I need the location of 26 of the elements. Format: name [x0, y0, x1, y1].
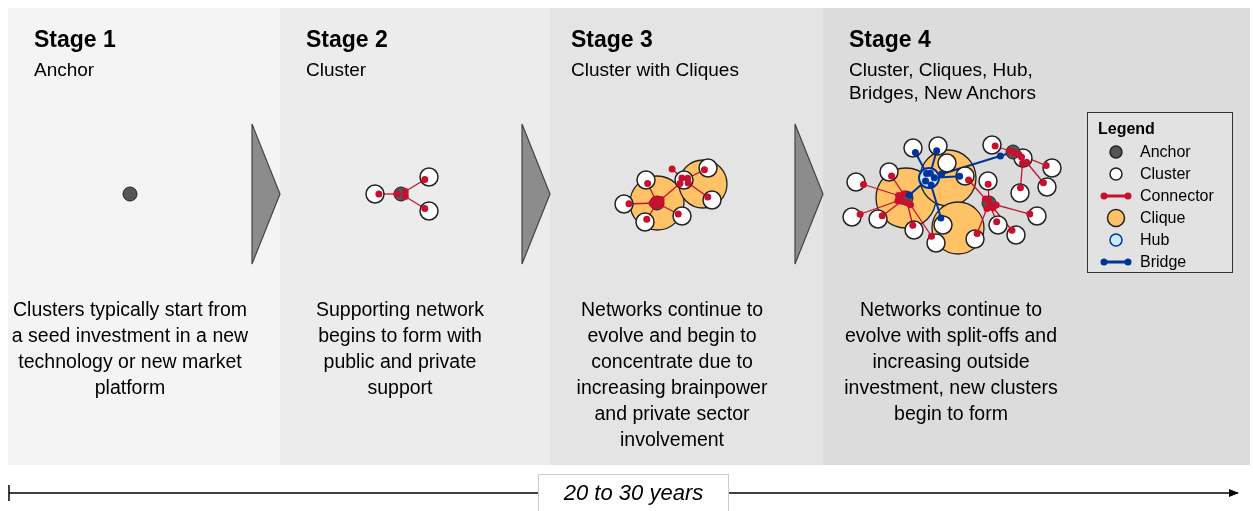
chevron-arrow [251, 123, 281, 265]
stage-heading: Stage 2 [306, 26, 388, 53]
stage-subtitle: Cluster, Cliques, Hub, Bridges, New Anchors [849, 58, 1037, 104]
stage-heading: Stage 3 [571, 26, 653, 53]
stage-heading: Stage 4 [849, 26, 931, 53]
stage-panel [8, 8, 280, 465]
stage-description: Networks continue to evolve and begin to concentrate due to increasing brainpower and private sector involvement [575, 297, 769, 452]
legend-label: Hub [1140, 231, 1170, 249]
legend-label: Cluster [1140, 165, 1191, 183]
stage-subtitle: Cluster with Cliques [571, 58, 740, 81]
stage-description: Clusters typically start from a seed investment in a new technology or new market platform [10, 297, 250, 400]
chevron-arrow [521, 123, 551, 265]
stage-subtitle: Cluster [306, 58, 368, 81]
legend-title: Legend [1098, 120, 1155, 138]
stage-heading: Stage 1 [34, 26, 116, 53]
stage-description: Supporting network begins to form with public and private support [315, 297, 485, 400]
timeline-label: 20 to 30 years [538, 474, 729, 511]
chevron-arrow [794, 123, 824, 265]
legend-label: Connector [1140, 187, 1214, 205]
legend-label: Clique [1140, 209, 1186, 227]
stage-subtitle: Anchor [34, 58, 96, 81]
legend-label: Anchor [1140, 143, 1191, 161]
stage-panel [280, 8, 550, 465]
legend-label: Bridge [1140, 253, 1187, 271]
stage-description: Networks continue to evolve with split-offs and increasing outside investment, new clusters begin to form [843, 297, 1059, 426]
stage-panel [550, 8, 823, 465]
